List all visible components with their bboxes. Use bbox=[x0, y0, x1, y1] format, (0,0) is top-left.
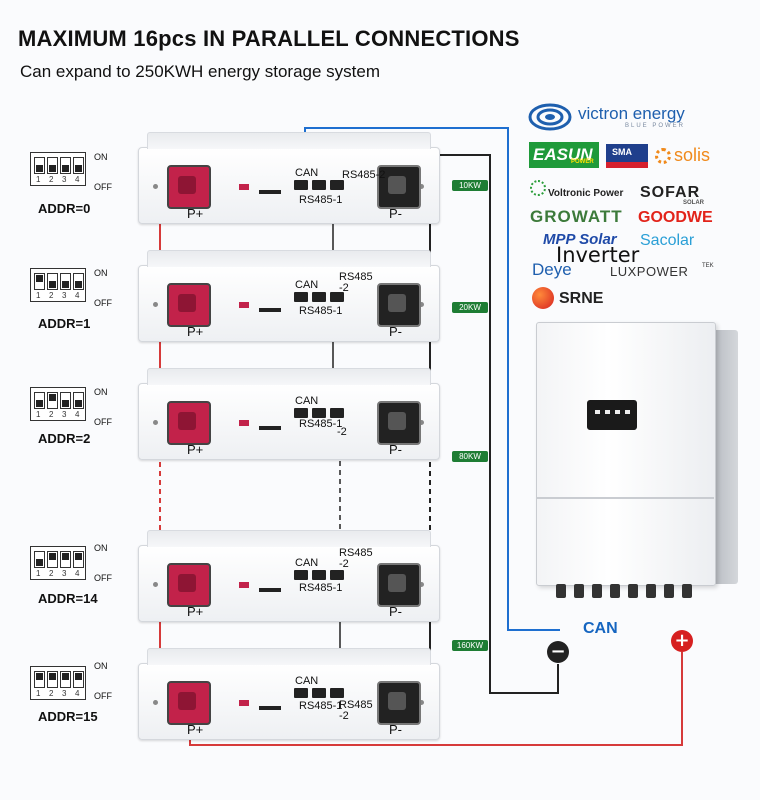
can-port bbox=[294, 292, 308, 302]
positive-terminal bbox=[167, 681, 211, 725]
negative-label: P- bbox=[389, 722, 402, 737]
sacolar-logo: Sacolar bbox=[640, 232, 695, 249]
can-label: CAN bbox=[583, 620, 618, 637]
battery-module-addr1: P+ P- CAN RS485 -2 RS485-1 bbox=[138, 250, 440, 342]
can-port-label: CAN bbox=[295, 395, 319, 407]
positive-terminal bbox=[167, 165, 211, 209]
inverter-connectors bbox=[546, 584, 706, 606]
negative-terminal bbox=[377, 401, 421, 445]
can-port-label: CAN bbox=[295, 557, 319, 569]
kw-badge: 80KW bbox=[452, 451, 488, 462]
addr-label: ADDR=0 bbox=[38, 201, 91, 216]
inverter-side bbox=[712, 330, 738, 584]
positive-label: P+ bbox=[187, 324, 204, 339]
negative-label: P- bbox=[389, 604, 402, 619]
can-port bbox=[294, 570, 308, 580]
page-subtitle: Can expand to 250KWH energy storage syst… bbox=[20, 62, 381, 81]
negative-terminal bbox=[377, 681, 421, 725]
positive-terminal-icon: + bbox=[671, 630, 693, 652]
can-port-label: CAN bbox=[295, 675, 319, 687]
negative-terminal bbox=[377, 165, 421, 209]
rs485-2-label: RS485-2 bbox=[342, 169, 386, 181]
negative-wire-chain bbox=[430, 154, 559, 694]
rs485-1-label: RS485-1 bbox=[299, 582, 343, 594]
positive-label: P+ bbox=[187, 722, 204, 737]
negative-label: P- bbox=[389, 206, 402, 221]
can-port bbox=[294, 180, 308, 190]
negative-label: P- bbox=[389, 324, 402, 339]
page-title: MAXIMUM 16pcs IN PARALLEL CONNECTIONS bbox=[18, 26, 520, 51]
growatt-logo: GROWATT bbox=[530, 207, 623, 226]
negative-terminal bbox=[377, 563, 421, 607]
positive-label: P+ bbox=[187, 442, 204, 457]
positive-label: P+ bbox=[187, 206, 204, 221]
inverter-unit bbox=[536, 322, 716, 586]
negative-terminal bbox=[377, 283, 421, 327]
battery-module-addr14: P+ P- CAN RS485 -2 RS485-1 bbox=[138, 530, 440, 622]
addr-label: ADDR=14 bbox=[38, 591, 98, 606]
kw-badge: 160KW bbox=[452, 640, 488, 651]
rs485-1-label: RS485-1 bbox=[299, 194, 343, 206]
positive-label: P+ bbox=[187, 604, 204, 619]
positive-terminal bbox=[167, 283, 211, 327]
deye-logo: Deye bbox=[532, 260, 572, 279]
addr-label: ADDR=15 bbox=[38, 709, 98, 724]
negative-terminal-icon: − bbox=[547, 641, 569, 663]
battery-module-addr15: P+ P- CAN RS485-1 RS485 -2 bbox=[138, 648, 440, 740]
can-port-label: CAN bbox=[295, 279, 319, 291]
rs485-2-label: -2 bbox=[337, 426, 347, 438]
can-port bbox=[294, 688, 308, 698]
battery-module-addr2: P+ P- CAN RS485-1 -2 bbox=[138, 368, 440, 460]
rs485-2-label: RS485 -2 bbox=[339, 271, 373, 294]
positive-terminal bbox=[167, 401, 211, 445]
rs485-1-label: RS485-1 bbox=[299, 305, 343, 317]
kw-badge: 10KW bbox=[452, 180, 488, 191]
rs485-2-label: RS485 -2 bbox=[339, 547, 373, 570]
sma-logo: SMA bbox=[606, 144, 648, 168]
negative-label: P- bbox=[389, 442, 402, 457]
can-port bbox=[294, 408, 308, 418]
addr-label: ADDR=2 bbox=[38, 431, 91, 446]
rs485-1-label: RS485-1 bbox=[299, 700, 343, 712]
rs485-1-label: RS485-1 bbox=[299, 418, 343, 430]
easun-logo: EASUN POWER bbox=[529, 142, 599, 168]
rs485-2-label: RS485 -2 bbox=[339, 699, 373, 722]
positive-terminal bbox=[167, 563, 211, 607]
kw-badge: 20KW bbox=[452, 302, 488, 313]
addr-label: ADDR=1 bbox=[38, 316, 91, 331]
can-port-label: CAN bbox=[295, 167, 319, 179]
battery-module-addr0: P+ P- CAN RS485-2 RS485-1 bbox=[138, 132, 440, 224]
inverter-display-panel bbox=[587, 400, 637, 430]
goodwe-logo: GOODWE bbox=[638, 209, 713, 226]
